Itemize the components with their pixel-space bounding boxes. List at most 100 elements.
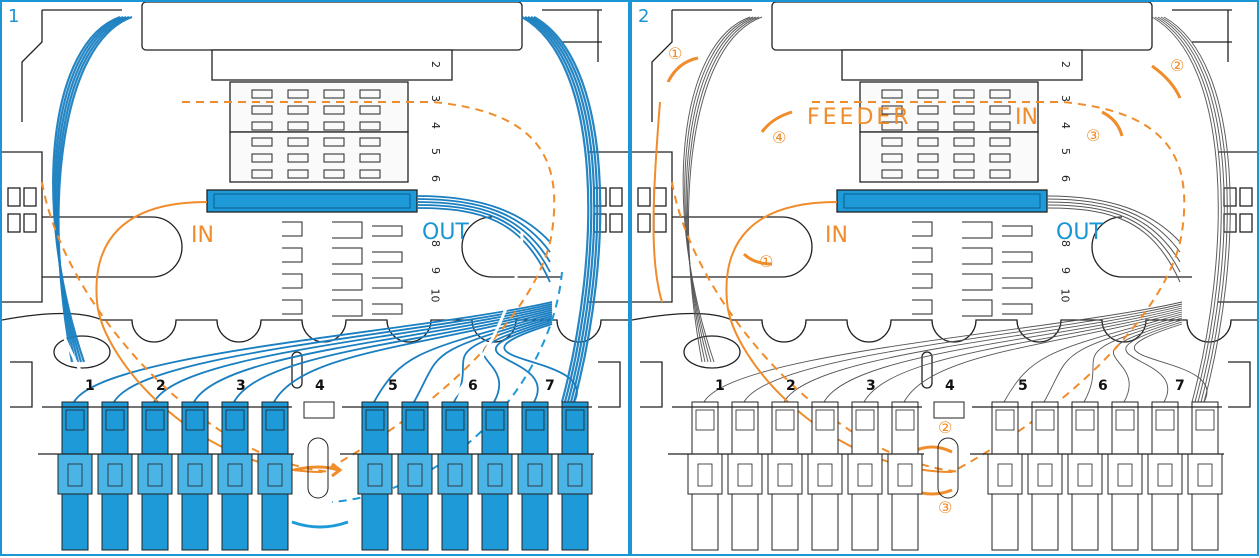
sc-adapter-port: [1077, 463, 1093, 487]
in-top-label: IN: [1015, 105, 1038, 130]
sc-rear-connector: [1071, 493, 1099, 551]
sc-adapter-port: [227, 463, 243, 487]
sc-adapter-port: [447, 463, 463, 487]
fiber-loop-right: [521, 16, 590, 403]
sc-adapter: [217, 453, 253, 495]
port-number-1: 1: [85, 378, 95, 394]
splice-slot: [251, 137, 273, 147]
splice-slot: [989, 169, 1011, 179]
connector-clip: [282, 273, 403, 291]
splice-slot: [359, 137, 381, 147]
splice-slot: [881, 121, 903, 131]
pigtail-fiber: [1003, 313, 1183, 403]
pigtail-fiber: [783, 305, 1183, 403]
splice-slot: [953, 169, 975, 179]
sc-adapter: [517, 453, 553, 495]
splitter-module: [836, 189, 1048, 213]
port-number-7: 7: [1175, 378, 1185, 394]
sc-rear-connector: [731, 493, 759, 551]
port-number-3: 3: [866, 378, 876, 394]
splice-slot: [917, 137, 939, 147]
sc-adapter-port: [107, 463, 123, 487]
tray-number: 8: [429, 240, 442, 247]
tray-number: 2: [429, 61, 442, 68]
route-arrow-blue: [291, 520, 349, 529]
sc-rear-connector: [1191, 493, 1219, 551]
pigtail-fiber: [703, 301, 1183, 403]
side-slot: [609, 213, 623, 233]
sc-adapter: [137, 453, 173, 495]
sc-rear-connector: [261, 493, 289, 551]
sc-adapter-port: [407, 463, 423, 487]
tray-number: 5: [429, 148, 442, 155]
route-arrow: [760, 110, 793, 133]
sc-adapter: [687, 453, 723, 495]
sc-adapter: [727, 453, 763, 495]
top-clip: [141, 2, 523, 51]
fiber-loop-right: [1163, 16, 1231, 403]
sc-connector-latch: [815, 409, 835, 431]
pigtail-fiber: [193, 307, 553, 403]
pigtail-fiber: [153, 305, 553, 403]
sc-adapter-port: [817, 463, 833, 487]
pigtail-fiber: [413, 315, 553, 403]
splice-slot: [287, 169, 309, 179]
sc-adapter-port: [267, 463, 283, 487]
feeder-label: FEEDER: [807, 105, 912, 130]
sc-adapter-port: [897, 463, 913, 487]
empty-slot: [307, 437, 329, 499]
step-4-marker: ④: [772, 128, 787, 147]
side-slot: [23, 213, 37, 233]
tray-number: 4: [429, 122, 442, 129]
splice-slot: [323, 121, 345, 131]
route-arrow: [1151, 64, 1182, 99]
splice-slot: [251, 89, 273, 99]
port-number-5: 5: [388, 378, 398, 394]
sc-adapter: [987, 453, 1023, 495]
port-number-2: 2: [156, 378, 166, 394]
splitter-fiber: [1046, 201, 1181, 263]
sc-connector-latch: [1035, 409, 1055, 431]
fiber-loop-right: [530, 16, 599, 403]
sc-rear-connector: [101, 493, 129, 551]
sc-rear-connector: [851, 493, 879, 551]
sc-adapter: [767, 453, 803, 495]
sc-rear-connector: [561, 493, 589, 551]
out-label: OUT: [1056, 220, 1103, 245]
fiber-loop-left: [52, 15, 121, 363]
sc-rear-connector: [1031, 493, 1059, 551]
sc-adapter-port: [1157, 463, 1173, 487]
sc-adapter: [1187, 453, 1223, 495]
side-brackets: [10, 361, 621, 408]
side-slot: [653, 187, 667, 207]
step-1-marker: ①: [668, 44, 683, 63]
pigtail-fiber: [1113, 319, 1183, 403]
pigtail-fiber: [1134, 323, 1208, 403]
top-clip: [771, 2, 1153, 51]
pigtail-fiber: [373, 313, 553, 403]
sc-adapter: [177, 453, 213, 495]
sc-connector-latch: [265, 409, 285, 431]
pigtail-fiber: [863, 309, 1183, 403]
sc-connector-latch: [185, 409, 205, 431]
port-number-6: 6: [1098, 378, 1108, 394]
splice-slot: [953, 153, 975, 163]
empty-slot-clip: [303, 401, 335, 419]
cable-port: [53, 335, 111, 369]
panel-number: 1: [8, 6, 20, 27]
sc-connector-latch: [225, 409, 245, 431]
panel-2-drawing: [632, 2, 1257, 551]
empty-slot: [937, 437, 959, 499]
sc-connector-latch: [105, 409, 125, 431]
pigtail-fiber: [482, 319, 553, 403]
splice-slot: [287, 137, 309, 147]
fiber-loop-right: [1157, 16, 1225, 403]
port-number-7: 7: [545, 378, 555, 394]
sc-adapter-port: [737, 463, 753, 487]
sc-adapter-port: [857, 463, 873, 487]
splice-slot: [917, 121, 939, 131]
sc-rear-connector: [441, 493, 469, 551]
sc-rear-connector: [1111, 493, 1139, 551]
pigtail-fiber: [743, 303, 1183, 403]
splitter-fiber: [1046, 207, 1181, 283]
